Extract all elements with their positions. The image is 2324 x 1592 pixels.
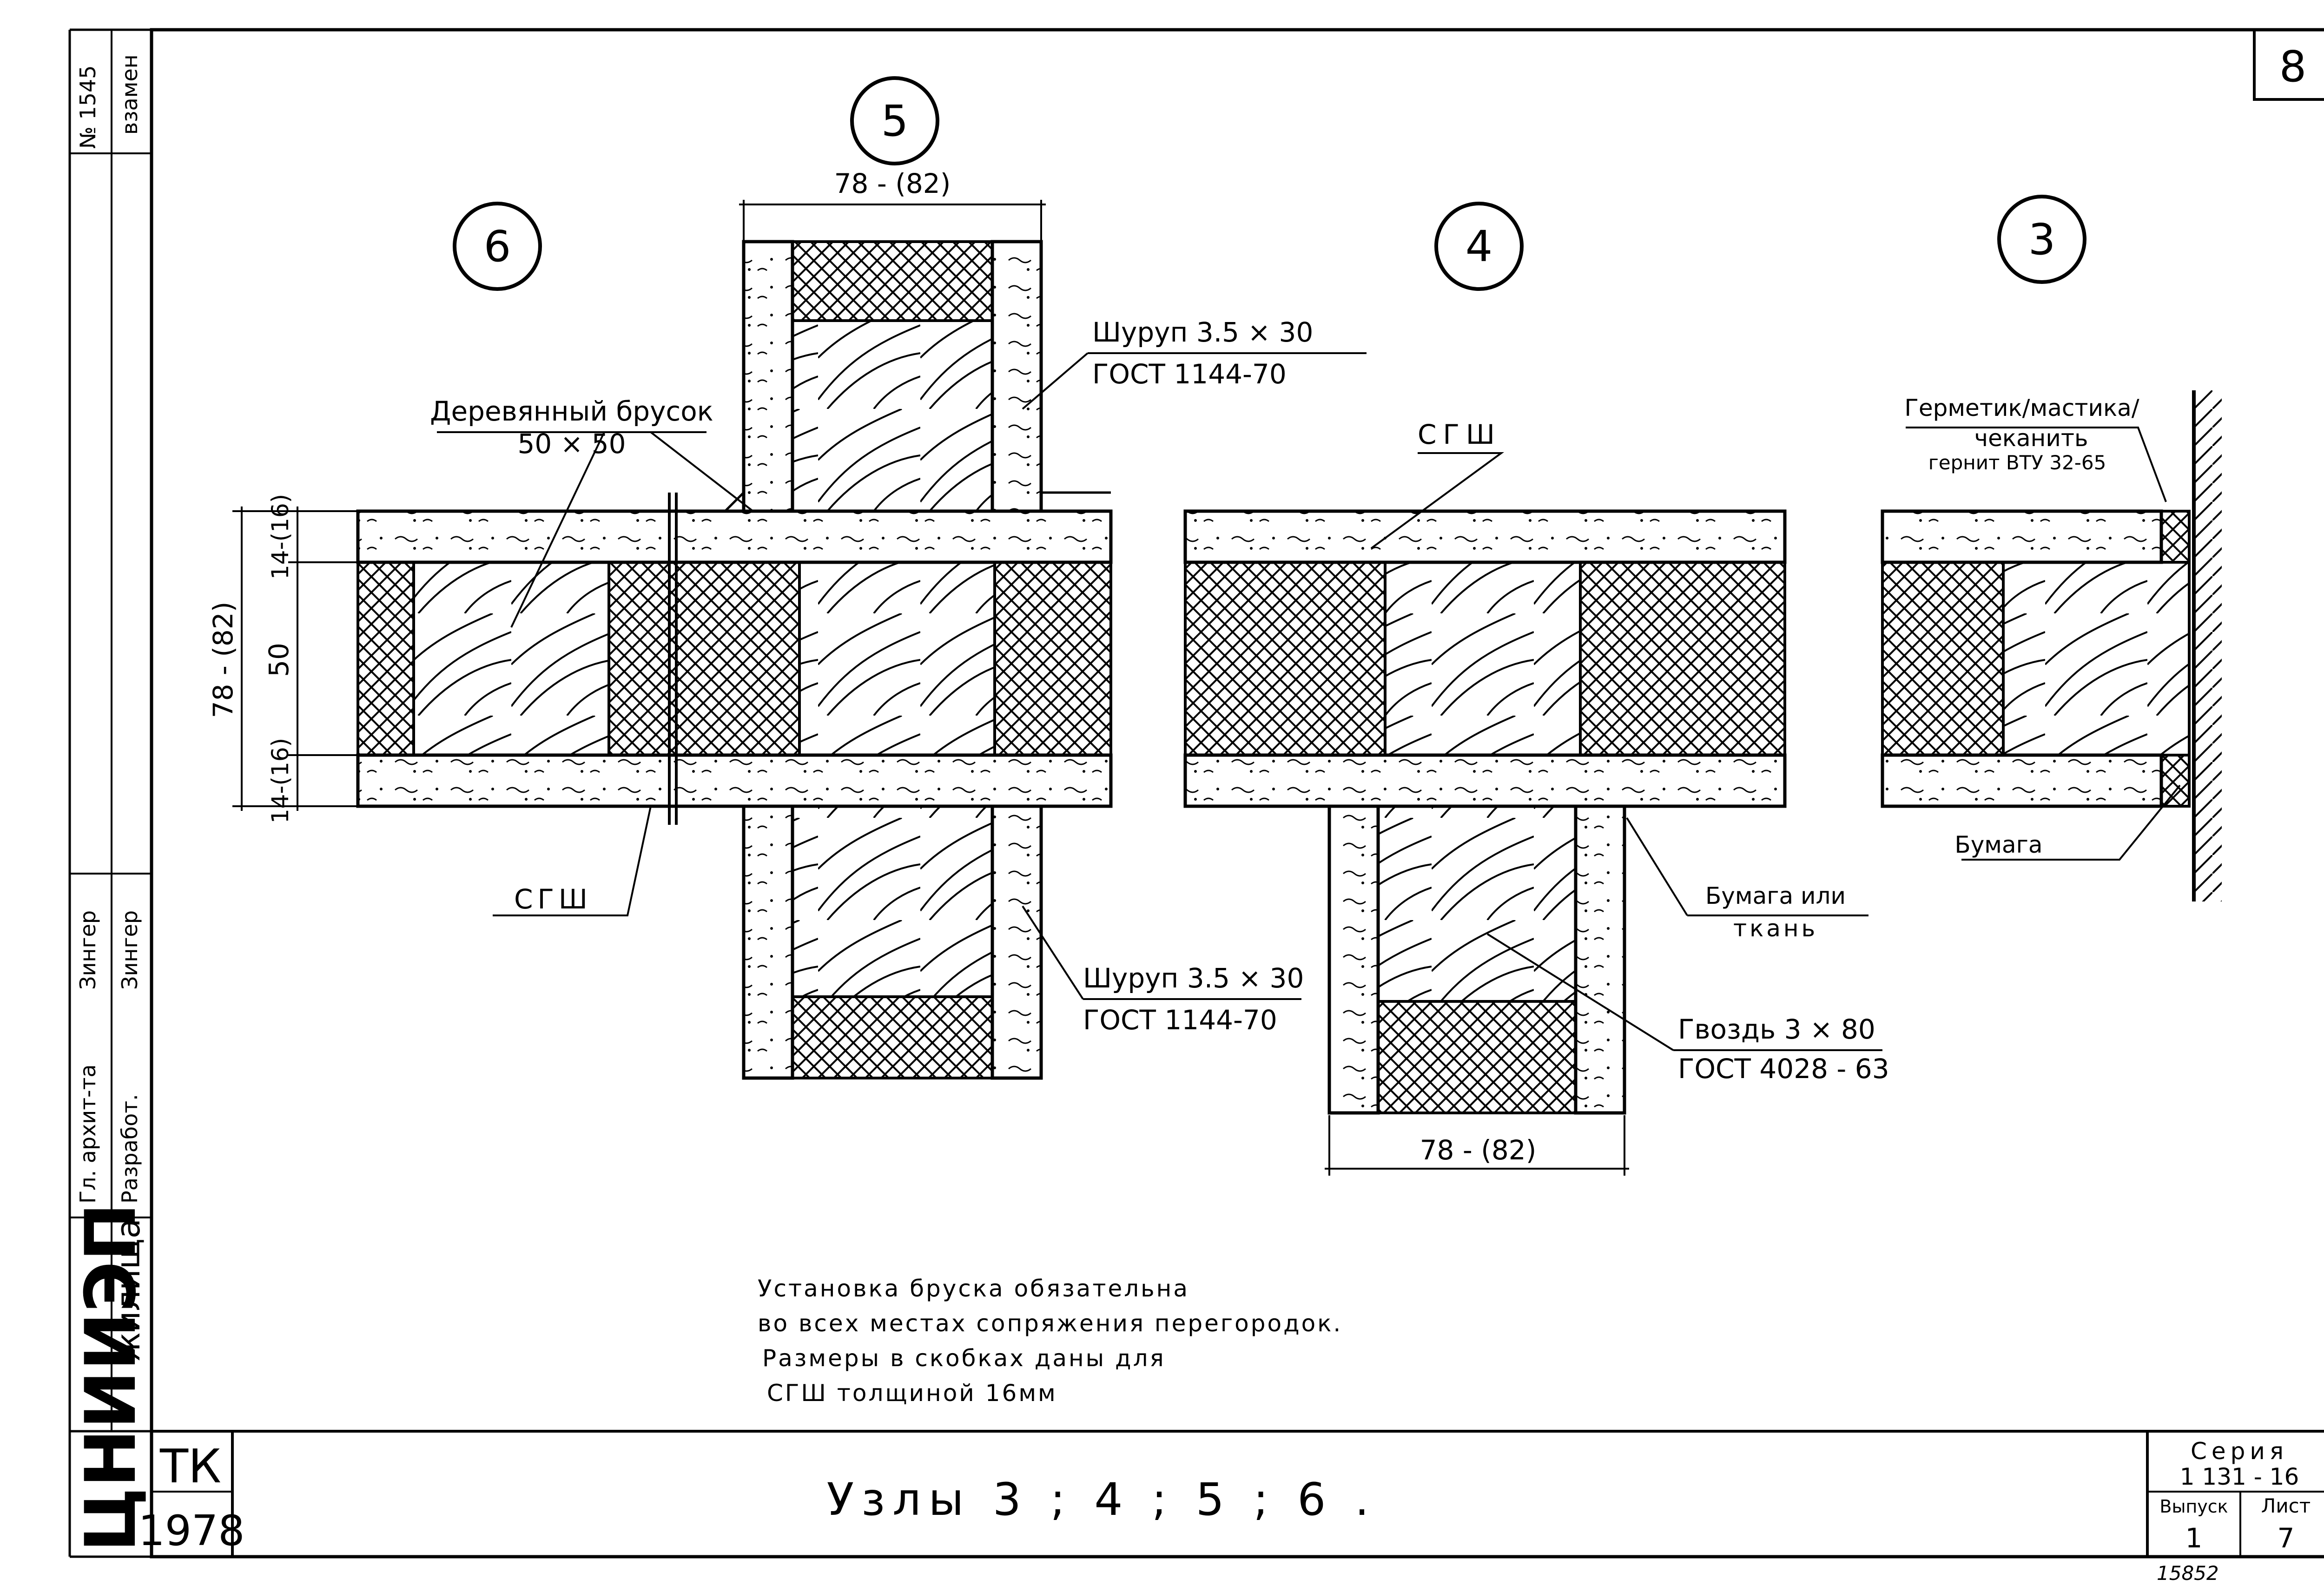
series-value: 1 131 - 16 — [2180, 1463, 2299, 1490]
label-sgsh-mid: СГШ — [1418, 419, 1501, 450]
side-stamp: № 1545 взамен Гл. архит-та Разработ. Зин… — [71, 54, 152, 1552]
partition-top-vertical — [724, 240, 1111, 513]
leader-lines — [437, 352, 2181, 1051]
partition-left — [356, 493, 1113, 825]
note-line-2: во всех местах сопряжения перегородок. — [758, 1310, 1342, 1337]
title-block — [152, 1430, 2324, 1557]
note-block: Установка бруска обязательна во всех мес… — [758, 1275, 1342, 1407]
archive-number: 15852 — [2157, 1562, 2219, 1585]
sheet-number-top: 8 — [2279, 42, 2307, 92]
sheet-value: 7 — [2278, 1522, 2295, 1554]
org-sub: жилища — [109, 1218, 147, 1362]
label-wood-bar-2: 50 × 50 — [517, 428, 626, 460]
side-replaces-number: № 1545 — [75, 65, 100, 149]
note-line-1: Установка бруска обязательна — [758, 1275, 1189, 1302]
series-label: Серия — [2191, 1438, 2288, 1465]
svg-text:4: 4 — [1466, 222, 1493, 271]
issue-label: Выпуск — [2159, 1496, 2228, 1517]
node-marker-6: 6 — [453, 202, 542, 291]
side-name-2: Зингер — [117, 910, 142, 990]
partition-right-wall — [1881, 390, 2222, 901]
drawing-title: Узлы 3 ; 4 ; 5 ; 6 . — [827, 1474, 1377, 1526]
title-tk: ТК — [159, 1439, 221, 1493]
label-paper: Бумага — [1954, 831, 2042, 858]
label-sealant-2: чеканить — [1974, 425, 2088, 452]
issue-value: 1 — [2185, 1522, 2203, 1554]
label-screw-bottom-2: ГОСТ 1144-70 — [1083, 1004, 1277, 1036]
sheet-frame — [68, 28, 2324, 1559]
label-nail-1: Гвоздь 3 × 80 — [1678, 1013, 1875, 1045]
svg-text:5: 5 — [881, 96, 909, 146]
label-sealant-3: гернит ВТУ 32-65 — [1928, 451, 2106, 474]
label-paper-or-cloth-2: ткань — [1733, 915, 1818, 942]
node-marker-5: 5 — [850, 76, 939, 165]
label-wood-bar-1: Деревянный брусок — [430, 395, 713, 427]
side-replaces: взамен — [117, 54, 142, 135]
partition-middle — [1183, 509, 1787, 1115]
svg-text:6: 6 — [484, 222, 511, 271]
dimension-lines — [232, 200, 1629, 1176]
label-nail-2: ГОСТ 4028 - 63 — [1678, 1053, 1889, 1085]
side-role-developed: Разработ. — [117, 1094, 142, 1204]
label-sealant-1: Герметик/мастика/ — [1904, 395, 2139, 421]
note-line-3: Размеры в скобках даны для — [762, 1345, 1166, 1372]
dim-bottom-width: 78 - (82) — [1420, 1134, 1537, 1166]
dim-left-top-layer: 14-(16) — [267, 494, 294, 579]
dim-left-bottom-layer: 14-(16) — [267, 738, 294, 823]
partition-bottom-vertical — [742, 804, 1043, 1080]
label-paper-or-cloth-1: Бумага или — [1705, 882, 1846, 909]
org-name: ЦНИИЭП — [71, 1203, 152, 1552]
side-name-1: Зингер — [75, 910, 100, 990]
side-role-chief: Гл. архит-та — [75, 1064, 100, 1204]
note-line-4: СГШ толщиной 16мм — [767, 1380, 1057, 1407]
dim-left-core: 50 — [263, 643, 295, 677]
title-year: 1978 — [138, 1506, 244, 1555]
label-screw-top-1: Шуруп 3.5 × 30 — [1092, 316, 1313, 348]
label-screw-top-2: ГОСТ 1144-70 — [1092, 358, 1287, 390]
node-marker-3: 3 — [1997, 195, 2086, 284]
sheet-label: Лист — [2261, 1494, 2311, 1517]
label-sgsh-left: СГШ — [514, 883, 592, 915]
dim-top-width: 78 - (82) — [834, 168, 951, 199]
dim-left-total: 78 - (82) — [207, 602, 239, 718]
label-screw-bottom-1: Шуруп 3.5 × 30 — [1083, 962, 1304, 994]
svg-text:3: 3 — [2028, 215, 2056, 264]
node-marker-4: 4 — [1434, 202, 1524, 291]
